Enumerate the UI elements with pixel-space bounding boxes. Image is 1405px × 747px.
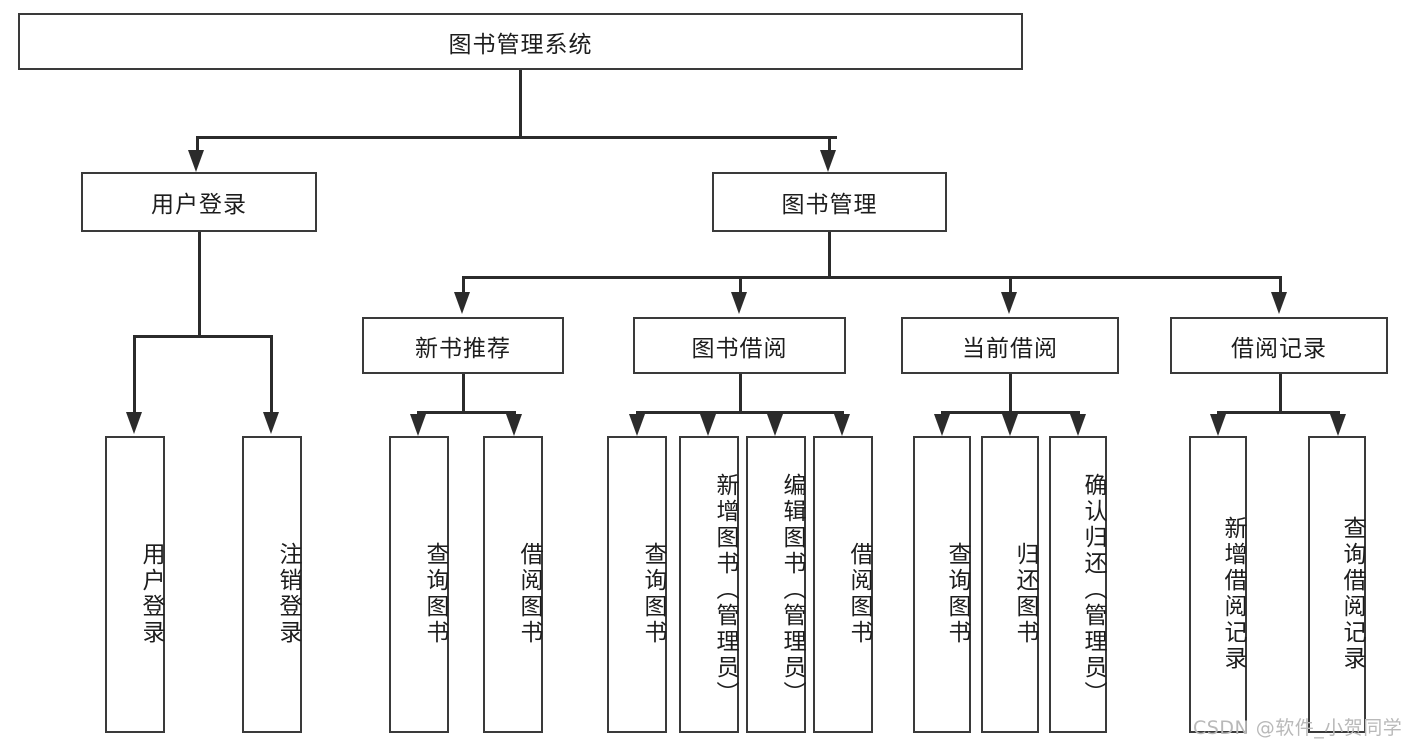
arrow-to-leaf-3 bbox=[506, 414, 522, 436]
leaf-edit-book-admin[interactable]: 编辑图书（管理员） bbox=[746, 436, 806, 733]
node-book-management[interactable]: 图书管理 bbox=[712, 172, 947, 232]
arrow-to-leaf-11 bbox=[1210, 414, 1226, 436]
node-label: 借阅记录 bbox=[1231, 335, 1327, 362]
leaf-confirm-return-admin[interactable]: 确认归还（管理员） bbox=[1049, 436, 1107, 733]
edge-bookborrow-stem bbox=[739, 374, 742, 411]
node-label: 当前借阅 bbox=[962, 335, 1058, 362]
node-label: 新书推荐 bbox=[415, 335, 511, 362]
node-label: 查询图书 bbox=[422, 541, 448, 646]
leaf-add-book-admin[interactable]: 新增图书（管理员） bbox=[679, 436, 739, 733]
edge-drop-current-borrow bbox=[1009, 276, 1012, 296]
node-label: 用户登录 bbox=[138, 541, 164, 646]
edge-drop-leaf-0 bbox=[133, 335, 136, 414]
edge-drop-user-login bbox=[196, 136, 199, 152]
node-label: 借阅图书 bbox=[516, 541, 542, 646]
arrow-to-borrow-records bbox=[1271, 292, 1287, 314]
node-label: 图书借阅 bbox=[691, 335, 788, 362]
node-label: 用户登录 bbox=[151, 192, 247, 218]
edge-bookmgmt-bar bbox=[462, 276, 1280, 279]
arrow-to-leaf-5 bbox=[700, 414, 716, 436]
node-label: 查询图书 bbox=[944, 541, 970, 646]
leaf-logout[interactable]: 注销登录 bbox=[242, 436, 302, 733]
node-new-book-recommend[interactable]: 新书推荐 bbox=[362, 317, 564, 374]
edge-userlogin-bar bbox=[133, 335, 273, 338]
node-label: 图书管理 bbox=[781, 192, 878, 218]
edge-root-bar bbox=[196, 136, 837, 139]
edge-borrowrec-bar bbox=[1217, 411, 1337, 414]
edge-newbook-bar bbox=[417, 411, 516, 414]
node-user-login[interactable]: 用户登录 bbox=[81, 172, 317, 232]
node-label: 新增图书（管理员） bbox=[712, 472, 738, 707]
edge-drop-new-books bbox=[462, 276, 465, 296]
edge-newbook-stem bbox=[462, 374, 465, 411]
node-root-system[interactable]: 图书管理系统 bbox=[18, 13, 1023, 70]
leaf-borrow-book[interactable]: 借阅图书 bbox=[813, 436, 873, 733]
edge-drop-book-borrow bbox=[739, 276, 742, 296]
edge-currentborrow-stem bbox=[1009, 374, 1012, 411]
arrow-to-leaf-1 bbox=[263, 412, 279, 434]
arrow-to-leaf-10 bbox=[1070, 414, 1086, 436]
leaf-query-borrow-record[interactable]: 查询借阅记录 bbox=[1308, 436, 1366, 733]
leaf-query-books-current[interactable]: 查询图书 bbox=[913, 436, 971, 733]
arrow-to-book-borrow bbox=[731, 292, 747, 314]
node-book-borrow[interactable]: 图书借阅 bbox=[633, 317, 846, 374]
edge-drop-book-mgmt bbox=[828, 136, 831, 152]
node-label: 查询图书 bbox=[640, 541, 666, 646]
arrow-to-current-borrow bbox=[1001, 292, 1017, 314]
node-current-borrow[interactable]: 当前借阅 bbox=[901, 317, 1119, 374]
arrow-to-leaf-2 bbox=[410, 414, 426, 436]
node-label: 借阅图书 bbox=[846, 541, 872, 646]
arrow-to-leaf-12 bbox=[1330, 414, 1346, 436]
leaf-user-login[interactable]: 用户登录 bbox=[105, 436, 165, 733]
edge-drop-borrow-records bbox=[1279, 276, 1282, 296]
edge-bookborrow-bar bbox=[636, 411, 843, 414]
node-label: 图书管理系统 bbox=[448, 31, 593, 58]
arrow-to-new-books bbox=[454, 292, 470, 314]
edge-userlogin-stem bbox=[198, 232, 201, 335]
node-borrow-records[interactable]: 借阅记录 bbox=[1170, 317, 1388, 374]
leaf-query-books-recommend[interactable]: 查询图书 bbox=[389, 436, 449, 733]
edge-borrowrec-stem bbox=[1279, 374, 1282, 411]
node-label: 注销登录 bbox=[275, 541, 301, 646]
edge-drop-leaf-1 bbox=[270, 335, 273, 414]
leaf-add-borrow-record[interactable]: 新增借阅记录 bbox=[1189, 436, 1247, 733]
node-label: 查询借阅记录 bbox=[1339, 515, 1365, 672]
node-label: 归还图书 bbox=[1012, 541, 1038, 646]
node-label: 新增借阅记录 bbox=[1220, 515, 1246, 672]
leaf-return-book[interactable]: 归还图书 bbox=[981, 436, 1039, 733]
node-label: 编辑图书（管理员） bbox=[779, 472, 805, 707]
leaf-borrow-books-recommend[interactable]: 借阅图书 bbox=[483, 436, 543, 733]
edge-bookmgmt-stem bbox=[828, 232, 831, 276]
edge-root-stem bbox=[519, 70, 522, 136]
arrow-to-user-login bbox=[188, 150, 204, 172]
arrow-to-book-mgmt bbox=[820, 150, 836, 172]
arrow-to-leaf-9 bbox=[1002, 414, 1018, 436]
arrow-to-leaf-4 bbox=[629, 414, 645, 436]
arrow-to-leaf-7 bbox=[834, 414, 850, 436]
arrow-to-leaf-6 bbox=[767, 414, 783, 436]
leaf-query-books[interactable]: 查询图书 bbox=[607, 436, 667, 733]
arrow-to-leaf-0 bbox=[126, 412, 142, 434]
node-label: 确认归还（管理员） bbox=[1080, 472, 1106, 707]
arrow-to-leaf-8 bbox=[934, 414, 950, 436]
